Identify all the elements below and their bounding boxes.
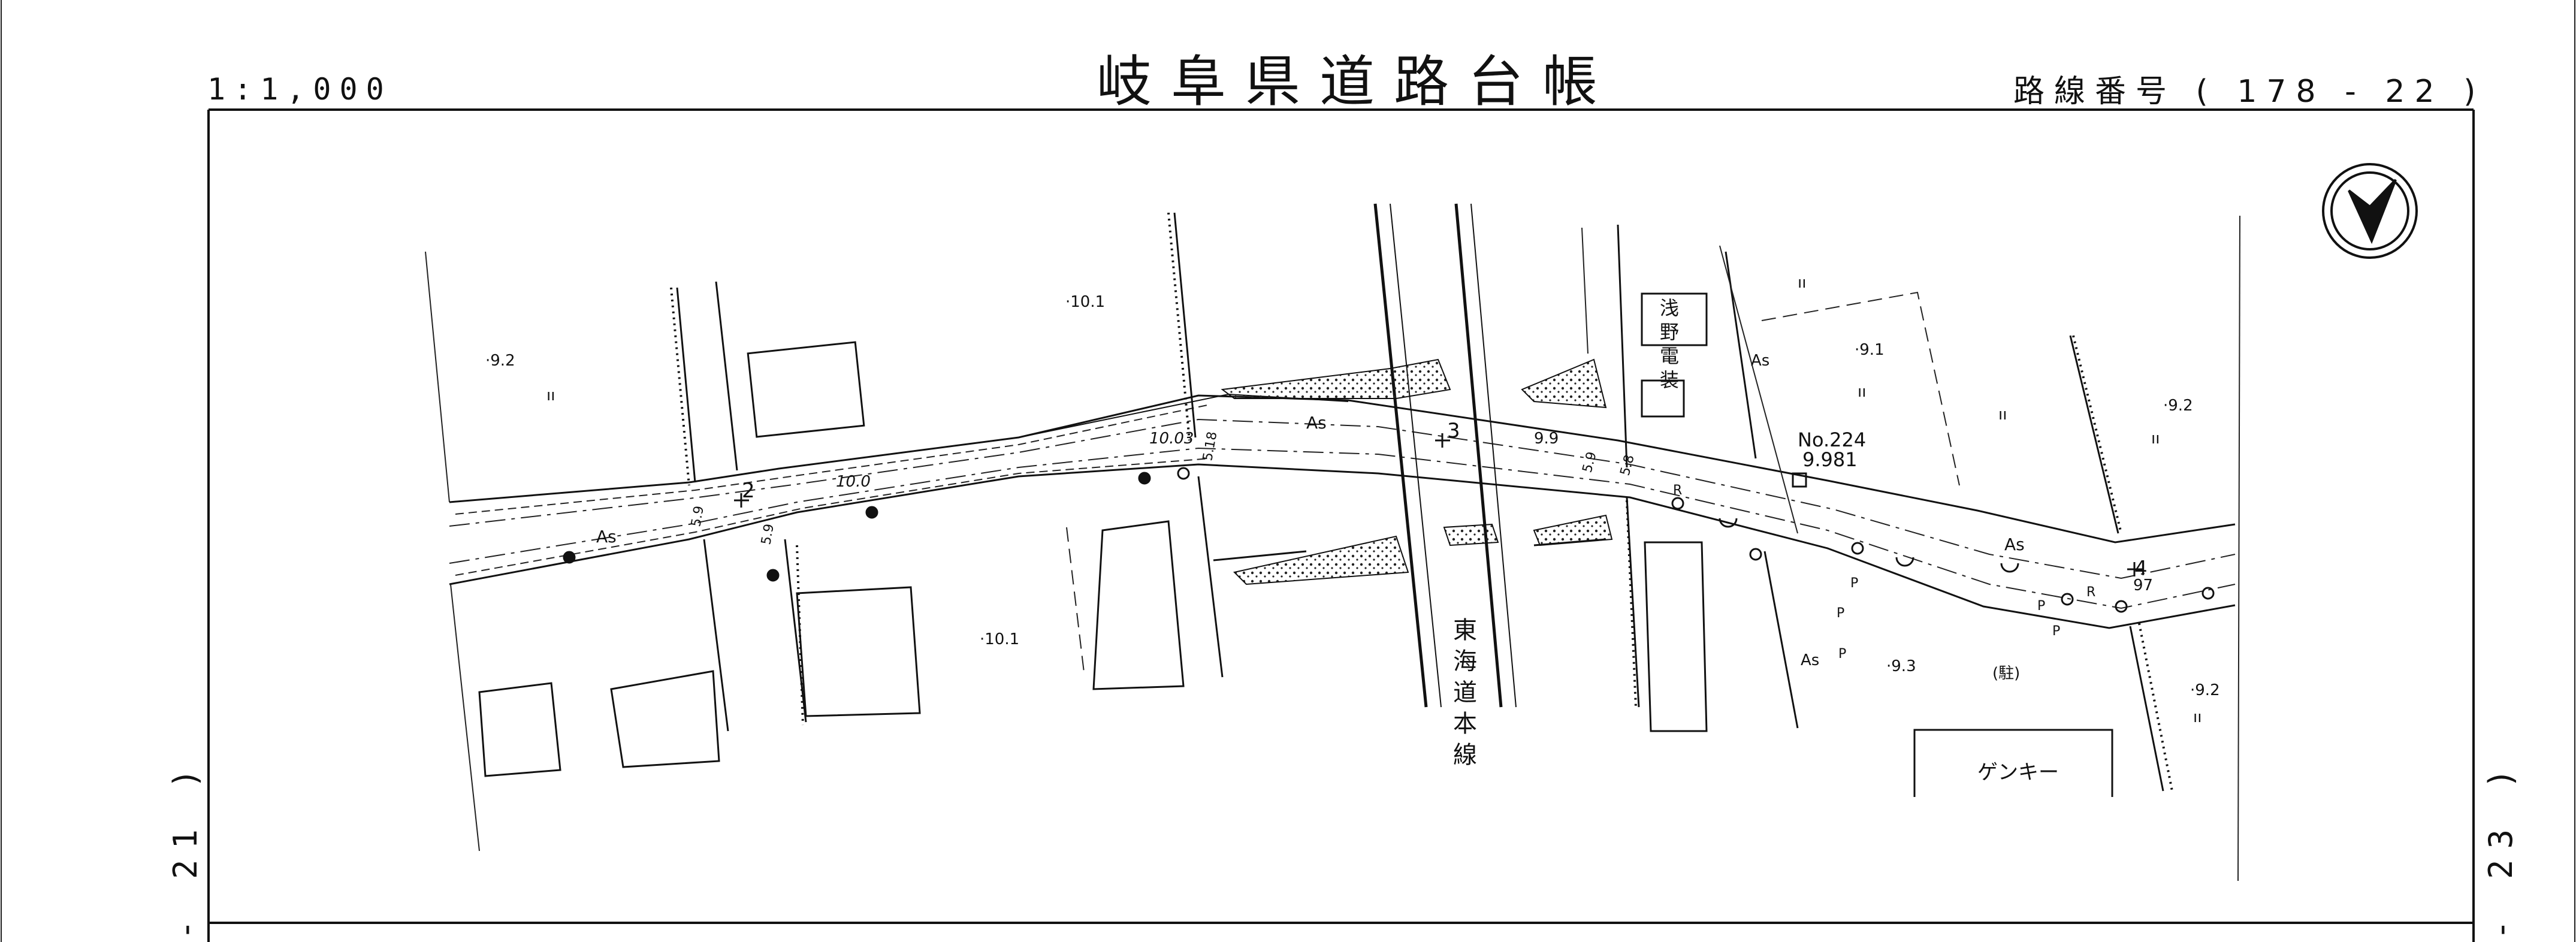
utility-mark: P: [1838, 647, 1846, 662]
railway-lines: [1373, 203, 1517, 708]
surface-label: As: [1801, 651, 1819, 669]
buildings: [478, 292, 2113, 797]
width-label: 5.9: [759, 523, 777, 546]
station-label: 3: [1447, 419, 1460, 443]
station-crosses: [734, 433, 2142, 576]
field-mark: ıı: [2193, 708, 2201, 726]
benchmark-id: No.224: [1798, 428, 1866, 451]
utility-mark: P: [1850, 576, 1858, 591]
width-label: 5.9: [688, 505, 707, 528]
field-mark: ıı: [2151, 430, 2160, 448]
field-mark: ıı: [1858, 383, 1866, 401]
surface-label: As: [596, 527, 617, 547]
elevation-label: ·9.2: [2163, 397, 2193, 415]
utility-mark: P: [2052, 624, 2060, 639]
embankment-areas: [1221, 358, 1613, 585]
shop-sign-char: 野: [1660, 321, 1679, 343]
width-label: 5.8: [1618, 453, 1638, 477]
sheet-left-edge: [1, 0, 2, 942]
field-mark: ıı: [546, 387, 555, 404]
railway-label-char: 道: [1453, 679, 1477, 707]
surface-label: As: [1751, 352, 1769, 370]
elevation-label: 10.0: [836, 473, 871, 491]
width-label: 5.9: [1580, 450, 1600, 474]
railway-label-char: 海: [1453, 648, 1477, 675]
field-mark: ıı: [1798, 274, 1806, 292]
elevation-label: ·9.2: [2190, 681, 2220, 699]
map-labels: 2 3 4 As As As As As ·9.2 ·10.1 10.03 10…: [485, 274, 2220, 784]
station-label: 4: [2134, 557, 2148, 581]
north-arrow-icon: [2322, 163, 2418, 259]
cadastral-lines: [425, 215, 2240, 881]
railway-label-char: 東: [1453, 617, 1477, 644]
elevation-label: ·9.2: [485, 352, 515, 370]
width-label: 5.18: [1200, 430, 1220, 462]
map-frame: [207, 108, 2475, 942]
utility-mark: R: [1673, 483, 1682, 498]
elevation-label: ·9.3: [1886, 657, 1916, 675]
side-streets: [676, 212, 2164, 792]
elevation-label: 9.9: [1534, 430, 1559, 448]
page-title: 岐阜県道路台帳: [1097, 50, 1617, 114]
benchmark-value: 9.981: [1802, 448, 1858, 471]
railway-label-char: 本: [1453, 710, 1477, 738]
elevation-label: 10.03: [1149, 430, 1194, 448]
elevation-label: ·10.1: [1065, 293, 1105, 311]
utility-mark: R: [2086, 585, 2095, 600]
tick-marked-walls: [670, 212, 2173, 792]
parking-label: (駐): [1992, 665, 2020, 683]
elevation-label: ·10.1: [980, 630, 1019, 648]
elevation-label: ·9.1: [1855, 341, 1885, 359]
surface-label: As: [2004, 535, 2025, 554]
scale-label: 1:1,000: [207, 72, 392, 107]
store-name: ゲンキー: [1977, 760, 2059, 784]
utility-symbols: [563, 467, 2215, 613]
shop-sign-char: 浅: [1660, 297, 1679, 319]
field-mark: ıı: [1998, 406, 2007, 424]
railway-label-char: 線: [1453, 741, 1477, 769]
sheet-right-edge: [2574, 0, 2575, 942]
width-label: 97: [2133, 576, 2153, 594]
utility-mark: P: [2037, 599, 2045, 614]
road-center-lines: [449, 418, 2236, 609]
station-label: 2: [742, 479, 755, 503]
shop-sign-char: 装: [1660, 369, 1679, 391]
surface-label: As: [1306, 413, 1327, 433]
road-dashed-lines: [455, 404, 1211, 576]
road-edges: [449, 393, 2236, 629]
route-number: 路線番号 ( 178 - 22 ): [2013, 74, 2486, 110]
shop-sign-char: 電: [1660, 345, 1679, 367]
utility-mark: P: [1837, 606, 1844, 621]
